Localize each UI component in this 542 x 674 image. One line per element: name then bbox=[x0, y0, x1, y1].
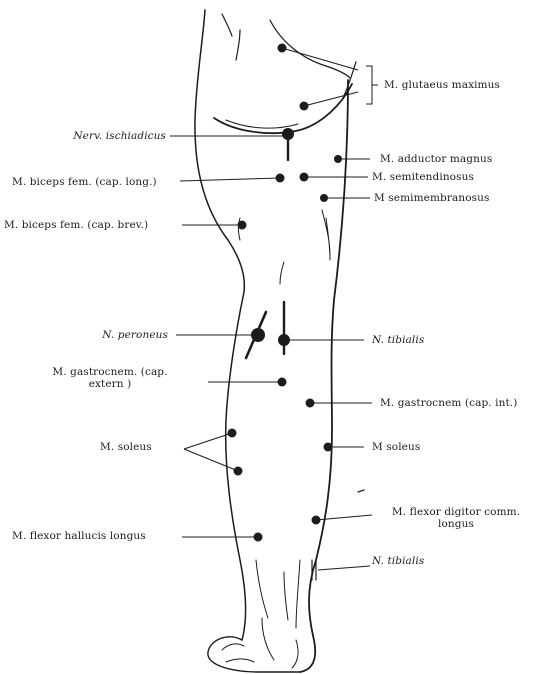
label-n-tibialis-lower: N. tibialis bbox=[372, 555, 424, 567]
leader-n-tibialis-lower bbox=[318, 566, 370, 570]
point-glutaeus-low bbox=[300, 102, 309, 111]
leg-outline-medial bbox=[300, 80, 348, 672]
popliteal-marks bbox=[239, 210, 331, 284]
label-gastrocnem-ext-line1: M. gastrocnem. (cap. bbox=[20, 366, 200, 378]
achilles-lines bbox=[256, 560, 300, 628]
point-soleus-left-b bbox=[234, 467, 243, 476]
label-n-peroneus: N. peroneus bbox=[20, 329, 168, 341]
leg-outline-lateral bbox=[195, 10, 246, 640]
label-gastrocnem-int: M. gastrocnem (cap. int.) bbox=[380, 397, 517, 409]
label-semimembranosus: M semimembranosus bbox=[374, 192, 489, 204]
gluteal-fold bbox=[214, 84, 352, 133]
leader-soleus-left-b bbox=[184, 449, 238, 471]
label-n-tibialis-upper: N. tibialis bbox=[372, 334, 424, 346]
point-adductor bbox=[334, 155, 342, 163]
leader-soleus-left-a bbox=[184, 433, 232, 449]
buttock-contour bbox=[222, 14, 356, 100]
label-flexor-digitor-line1: M. flexor digitor comm. bbox=[376, 506, 536, 518]
label-gastrocnem-ext-line2: extern ) bbox=[20, 378, 200, 390]
point-flexor-hallucis bbox=[254, 533, 263, 542]
heel-outline bbox=[208, 637, 300, 672]
point-n-peroneus bbox=[251, 328, 265, 342]
point-n-tibialis-upper bbox=[278, 334, 290, 346]
label-biceps-long: M. biceps fem. (cap. long.) bbox=[12, 176, 157, 188]
point-semimembranosus bbox=[320, 194, 328, 202]
label-nerv-ischiadicus: Nerv. ischiadicus bbox=[20, 130, 166, 142]
foot-detail bbox=[222, 618, 298, 668]
point-semitendinosus bbox=[300, 173, 309, 182]
label-glutaeus-maximus: M. glutaeus maximus bbox=[384, 79, 500, 91]
tibialis-marks bbox=[312, 490, 364, 580]
point-soleus-right bbox=[324, 443, 333, 452]
point-soleus-left-a bbox=[228, 429, 237, 438]
label-flexor-digitor-line2: longus bbox=[376, 518, 536, 530]
label-soleus-right: M soleus bbox=[372, 441, 420, 453]
point-biceps-brev bbox=[238, 221, 247, 230]
point-gastrocnem-int bbox=[306, 399, 315, 408]
leader-glutaeus-top bbox=[282, 48, 358, 70]
label-biceps-brev: M. biceps fem. (cap. brev.) bbox=[4, 219, 148, 231]
gluteal-fold-inner bbox=[226, 120, 298, 128]
glutaeus-bracket bbox=[366, 66, 378, 104]
label-semitendinosus: M. semitendinosus bbox=[372, 171, 474, 183]
point-flexor-digitor bbox=[312, 516, 321, 525]
leader-biceps-long bbox=[180, 178, 280, 181]
label-adductor-magnus: M. adductor magnus bbox=[380, 153, 492, 165]
point-biceps-long bbox=[276, 174, 285, 183]
point-nerv-ischiadicus bbox=[282, 128, 294, 140]
label-soleus-left: M. soleus bbox=[100, 441, 152, 453]
point-glutaeus-top bbox=[278, 44, 287, 53]
point-gastrocnem-ext bbox=[278, 378, 287, 387]
leader-glutaeus-low bbox=[304, 92, 358, 106]
label-flexor-hallucis: M. flexor hallucis longus bbox=[12, 530, 146, 542]
